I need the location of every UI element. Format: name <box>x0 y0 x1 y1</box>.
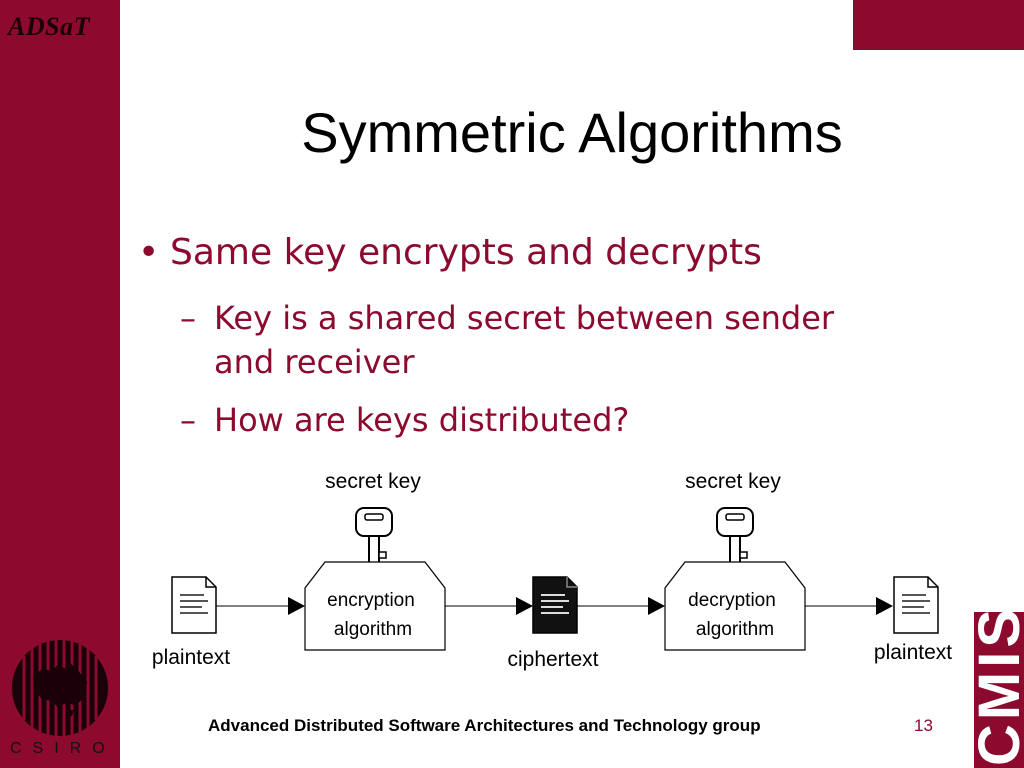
arrow-head-icon <box>288 597 305 615</box>
csiro-logo-icon <box>12 640 108 736</box>
decryption-box <box>664 561 806 651</box>
decryption-label-line1: decryption <box>688 590 776 611</box>
right-key-label: secret key <box>685 470 781 493</box>
encryption-label-line2: algorithm <box>334 619 412 640</box>
sub-bullet-point: –How are keys distributed? <box>180 398 629 442</box>
encryption-label-line1: encryption <box>327 590 415 611</box>
encryption-box <box>304 561 446 651</box>
plaintext-label: plaintext <box>152 646 230 669</box>
bullet-text: Same key encrypts and decrypts <box>170 232 762 273</box>
cmis-badge: CMIS <box>974 612 1024 768</box>
dash-marker: – <box>180 299 196 337</box>
sub-bullet-text-line1: Key is a shared secret between sender <box>214 299 835 337</box>
sub-bullet-text: How are keys distributed? <box>214 401 630 439</box>
page-number: 13 <box>914 716 933 735</box>
bullet-marker: • <box>138 232 160 273</box>
left-key-label: secret key <box>325 470 421 493</box>
plaintext-document-icon <box>171 576 217 634</box>
top-right-accent-block <box>853 0 1024 50</box>
ciphertext-label: ciphertext <box>507 648 598 671</box>
decryption-label-line2: algorithm <box>696 619 774 640</box>
output-plaintext-label: plaintext <box>874 641 952 664</box>
slide-title: Symmetric Algorithms <box>301 101 843 164</box>
csiro-logo-text: CSIRO <box>10 740 116 757</box>
sub-bullet-text-line2: and receiver <box>214 343 415 381</box>
arrow-head-icon <box>876 597 893 615</box>
ciphertext-document-icon <box>532 576 578 634</box>
bullet-point: •Same key encrypts and decrypts <box>138 232 762 273</box>
footer-text: Advanced Distributed Software Architectu… <box>208 716 761 735</box>
sub-bullet-point: –Key is a shared secret between sender a… <box>180 296 960 384</box>
output-document-icon <box>893 576 939 634</box>
arrow-head-icon <box>516 597 533 615</box>
arrow-head-icon <box>648 597 665 615</box>
dash-marker: – <box>180 401 196 439</box>
brand-label: ADSaT <box>8 12 90 41</box>
